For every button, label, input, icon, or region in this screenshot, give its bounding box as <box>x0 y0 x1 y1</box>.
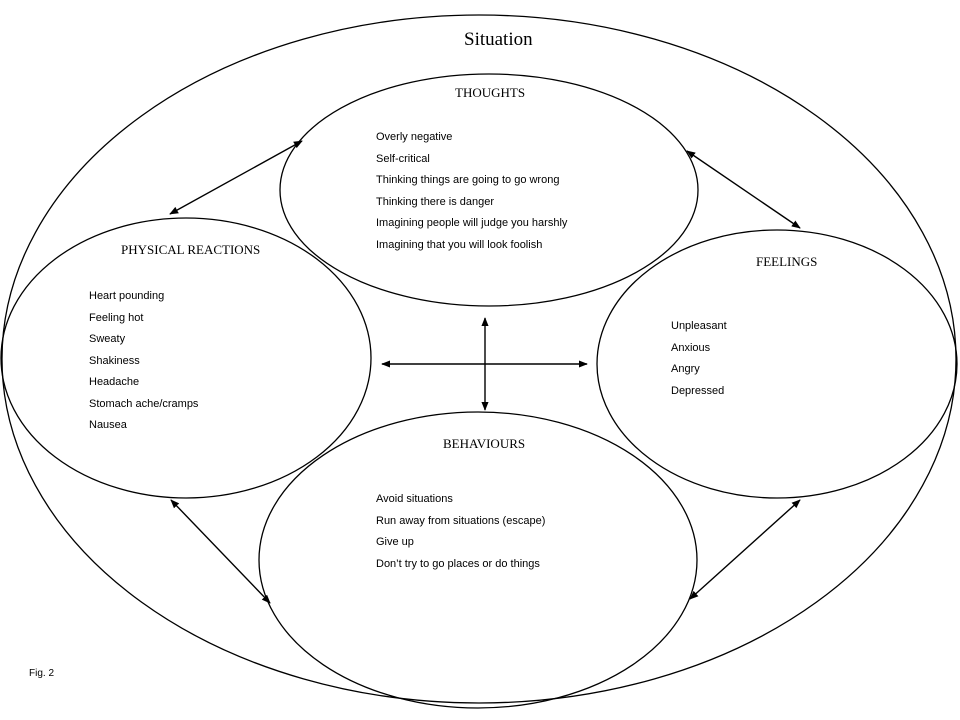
feelings-heading: FEELINGS <box>756 254 818 269</box>
arrow-physical-behaviours <box>170 499 271 604</box>
list-item: Nausea <box>89 419 127 431</box>
list-item: Anxious <box>671 341 711 354</box>
feelings-ellipse <box>596 229 958 499</box>
arrow-feelings-behaviours <box>689 499 801 600</box>
list-item: Run away from situations (escape) <box>376 514 546 527</box>
situation-ellipse <box>1 14 957 704</box>
figure-label: Fig. 2 <box>29 668 55 679</box>
list-item: Shakiness <box>89 354 140 367</box>
behaviours-heading: BEHAVIOURS <box>443 436 526 451</box>
list-item: Don’t try to go places or do things <box>376 557 540 570</box>
list-item: Thinking there is danger <box>376 195 495 208</box>
physical-reactions-ellipse <box>0 217 372 499</box>
situation-title: Situation <box>464 29 533 50</box>
list-item: Feeling hot <box>89 311 144 324</box>
list-item: Self-critical <box>376 152 430 165</box>
physical-reactions-list: Heart pounding Feeling hot Sweaty Shakin… <box>89 286 198 437</box>
feelings-list: Unpleasant Anxious Angry Depressed <box>671 316 727 402</box>
list-item: Sweaty <box>89 333 126 345</box>
list-item: Avoid situations <box>376 493 453 505</box>
list-item: Headache <box>89 376 140 388</box>
list-item: Depressed <box>671 384 725 397</box>
behaviours-list: Avoid situations Run away from situation… <box>376 489 545 575</box>
arrow-thoughts-physical <box>169 140 303 215</box>
physical-reactions-heading: PHYSICAL REACTIONS <box>121 242 261 257</box>
list-item: Imagining people will judge you harshly <box>376 217 568 229</box>
list-item: Heart pounding <box>89 290 165 302</box>
list-item: Angry <box>671 363 700 375</box>
thoughts-list: Overly negative Self-critical Thinking t… <box>376 127 567 256</box>
list-item: Thinking things are going to go wrong <box>376 174 560 186</box>
list-item: Stomach ache/cramps <box>89 397 199 410</box>
list-item: Overly negative <box>376 131 453 143</box>
list-item: Unpleasant <box>671 320 727 332</box>
list-item: Imagining that you will look foolish <box>376 238 543 251</box>
list-item: Give up <box>376 536 414 548</box>
thoughts-heading: THOUGHTS <box>455 85 526 100</box>
arrow-thoughts-feelings <box>686 150 801 229</box>
